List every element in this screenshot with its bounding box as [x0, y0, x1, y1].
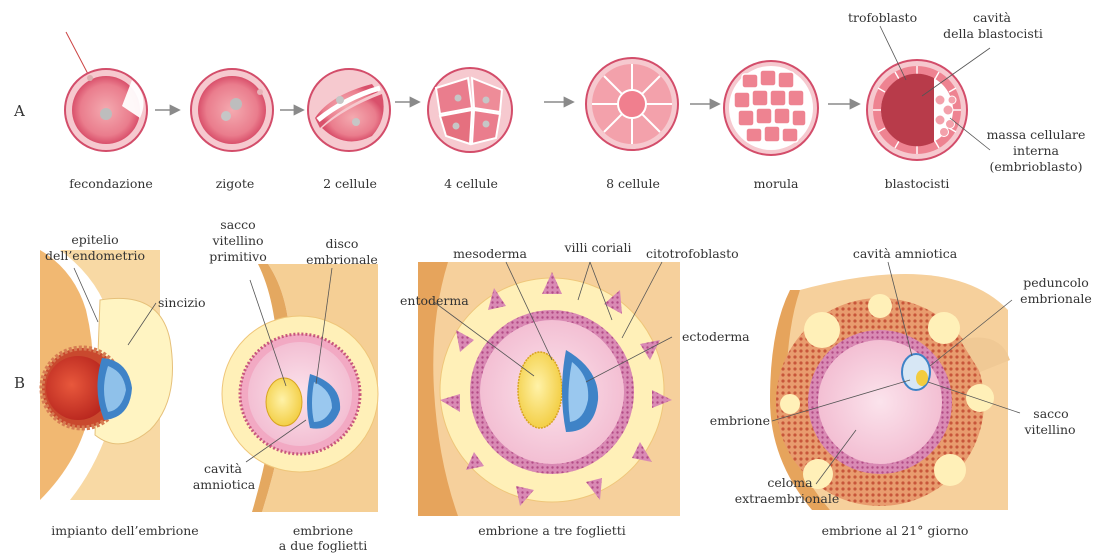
stage-label-morula: morula [736, 177, 816, 191]
label-ectoderma: ectoderma [682, 330, 750, 344]
label-embrionale-disco: embrionale [302, 253, 382, 267]
label-embrionale-peduncolo: embrionale [1006, 292, 1106, 306]
callout-embrioblasto: (embrioblasto) [976, 160, 1096, 174]
stage-8-cellule-cell [586, 58, 678, 150]
stage-label-2-cellule: 2 cellule [305, 177, 395, 191]
label-vitellino-4: vitellino [1010, 423, 1090, 437]
label-sacco-4: sacco [1016, 407, 1086, 421]
label-vitellino: vitellino [198, 234, 278, 248]
stage-2-cellule-cell [308, 69, 390, 151]
callout-interna: interna [976, 144, 1096, 158]
stage-morula-cell [724, 61, 818, 155]
caption-21-giorno: embrione al 21° giorno [810, 524, 980, 538]
label-sincizio: sincizio [158, 296, 206, 310]
caption-impianto: impianto dell’embrione [30, 524, 220, 538]
callout-della-blastocisti: della blastocisti [938, 27, 1048, 41]
stage-4-cellule-cell [428, 68, 512, 152]
caption-due-foglietti-2: a due foglietti [258, 539, 388, 553]
label-disco: disco [302, 237, 382, 251]
callout-trofoblasto: trofoblasto [848, 11, 917, 25]
label-mesoderma: mesoderma [440, 247, 540, 261]
stage-fecondazione-cell [65, 32, 147, 151]
label-endometrio: dell’endometrio [40, 249, 150, 263]
stage-label-8-cellule: 8 cellule [588, 177, 678, 191]
label-primitivo: primitivo [198, 250, 278, 264]
label-cavita-amniotica-4: cavità amniotica [840, 247, 970, 261]
caption-tre-foglietti: embrione a tre foglietti [462, 524, 642, 538]
stage-label-4-cellule: 4 cellule [426, 177, 516, 191]
stage-label-blastocisti: blastocisti [872, 177, 962, 191]
label-amniotica-2: amniotica [184, 478, 264, 492]
label-citotrofoblasto: citotrofoblasto [646, 247, 739, 261]
label-sacco: sacco [198, 218, 278, 232]
label-extraembrionale: extraembrionale [722, 492, 852, 506]
label-entoderma: entoderma [400, 294, 469, 308]
caption-due-foglietti-1: embrione [268, 524, 378, 538]
stage-zigote-cell [191, 69, 273, 151]
label-peduncolo: peduncolo [1006, 276, 1106, 290]
callout-massa-cellulare: massa cellulare [976, 128, 1096, 142]
row-label-b: B [14, 374, 25, 392]
label-villi-coriali: villi coriali [548, 241, 648, 255]
panel-impianto [40, 250, 173, 500]
row-label-a: A [14, 102, 25, 120]
label-epitelio: epitelio [40, 233, 150, 247]
label-celoma: celoma [740, 476, 840, 490]
callout-cavita: cavità [962, 11, 1022, 25]
label-cavita-amniotica-2: cavità [188, 462, 258, 476]
label-embrione: embrione [686, 414, 770, 428]
stage-label-fecondazione: fecondazione [56, 177, 166, 191]
stage-label-zigote: zigote [195, 177, 275, 191]
